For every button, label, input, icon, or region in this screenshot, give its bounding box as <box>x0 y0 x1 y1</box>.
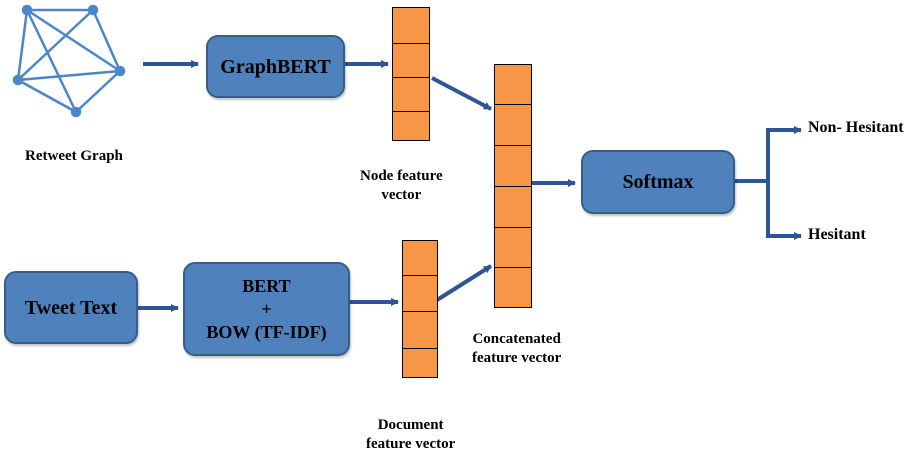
vector-cell <box>495 268 531 306</box>
flow-arrows <box>138 60 802 312</box>
concatenated-feature-vector-label: Concatenated feature vector <box>472 330 561 368</box>
bert-label: BERT <box>242 275 291 296</box>
vector-cell <box>403 276 437 312</box>
vector-cell <box>495 146 531 187</box>
vector-cell <box>495 65 531 105</box>
document-feature-vector-label: Document feature vector <box>366 416 455 454</box>
node-feature-vector-label: Node feature vector <box>360 167 443 205</box>
bert-bow-box: BERT + BOW (TF-IDF) <box>183 262 350 356</box>
vector-cell <box>495 105 531 146</box>
vector-cell <box>495 187 531 228</box>
vector-cell <box>403 349 437 376</box>
concatenated-feature-vector <box>494 64 532 308</box>
vector-cell <box>495 228 531 268</box>
vector-cell <box>393 112 429 139</box>
document-feature-vector-line-1: Document <box>377 417 444 433</box>
document-feature-vector <box>402 240 438 378</box>
node-feature-vector-line-2: vector <box>381 187 422 203</box>
arrow-doc-vector-to-concat <box>435 264 493 302</box>
node-feature-vector-line-1: Node feature <box>360 168 443 184</box>
document-feature-vector-line-2: feature vector <box>366 436 456 452</box>
plus-label: + <box>261 298 272 319</box>
graphbert-label: GraphBERT <box>220 55 331 78</box>
concatenated-line-1: Concatenated <box>472 331 561 347</box>
bow-tfidf-label: BOW (TF-IDF) <box>206 321 327 342</box>
vector-cell <box>403 241 437 276</box>
arrow-node-vector-to-concat <box>431 76 492 111</box>
softmax-label: Softmax <box>622 171 694 193</box>
node-feature-vector <box>392 7 430 141</box>
hesitant-label: Hesitant <box>808 226 866 243</box>
concatenated-line-2: feature vector <box>472 350 562 366</box>
non-hesitant-label: Non- Hesitant <box>808 119 904 136</box>
softmax-box: Softmax <box>581 150 735 214</box>
tweet-text-box: Tweet Text <box>4 271 138 344</box>
retweet-graph-label: Retweet Graph <box>25 148 123 164</box>
vector-cell <box>393 44 429 78</box>
vector-cell <box>393 78 429 112</box>
tweet-text-label: Tweet Text <box>24 296 118 319</box>
retweet-graph-icon <box>12 4 126 118</box>
vector-cell <box>393 8 429 44</box>
vector-cell <box>403 312 437 349</box>
graphbert-box: GraphBERT <box>206 35 345 98</box>
